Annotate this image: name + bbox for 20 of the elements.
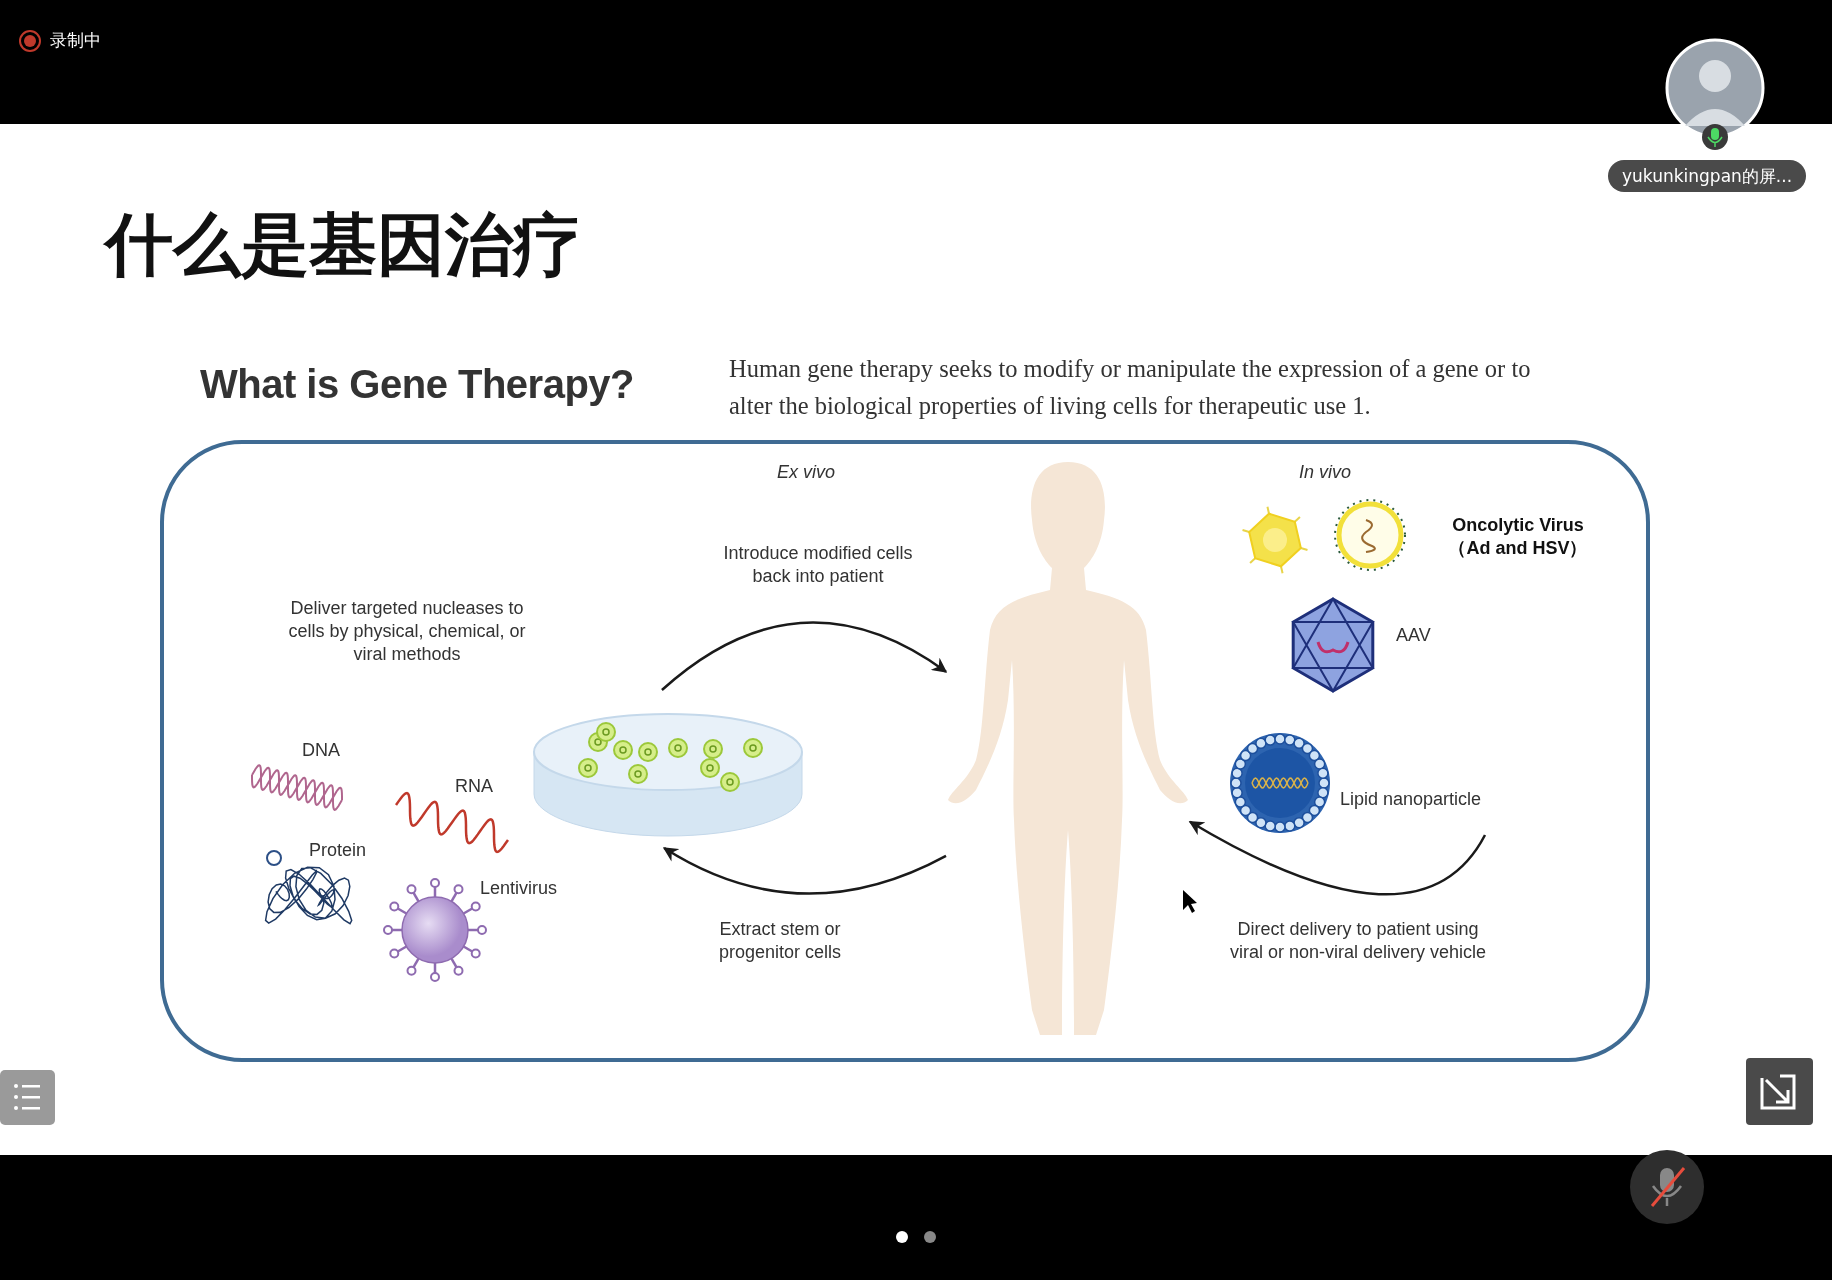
vector-label: Oncolytic Virus （Ad and HSV） [1447, 514, 1589, 560]
diagram-panel [160, 440, 1650, 1062]
heading: What is Gene Therapy? [200, 362, 635, 407]
molecule-label: Protein [309, 840, 367, 861]
section-label: In vivo [1298, 462, 1352, 483]
username-label: yukunkingpan的屏... [1608, 160, 1807, 192]
curved-arrow [661, 621, 948, 691]
vector-label: Lipid nanoparticle [1340, 789, 1482, 810]
vector-label: AAV [1396, 625, 1431, 646]
curved-arrow [1188, 820, 1487, 896]
description-paragraph: Human gene therapy seeks to modify or manipulate the expression of a gene or to alter the biological properties of living cells for therapeutic use 1. [729, 354, 1532, 421]
description-text: Deliver targeted nucleases to cells by physical, chemical, or viral methods [287, 597, 527, 666]
slide-title: 什么是基因治疗 [105, 204, 581, 286]
vector-label: Lentivirus [480, 878, 558, 899]
molecule-label: DNA [302, 740, 340, 761]
section-label: Ex vivo [776, 462, 836, 483]
recording-status-text: 录制中 [50, 29, 101, 52]
molecule-label: RNA [455, 776, 493, 797]
human-silhouette-drawing [946, 460, 1190, 1037]
curved-arrow [662, 846, 947, 895]
